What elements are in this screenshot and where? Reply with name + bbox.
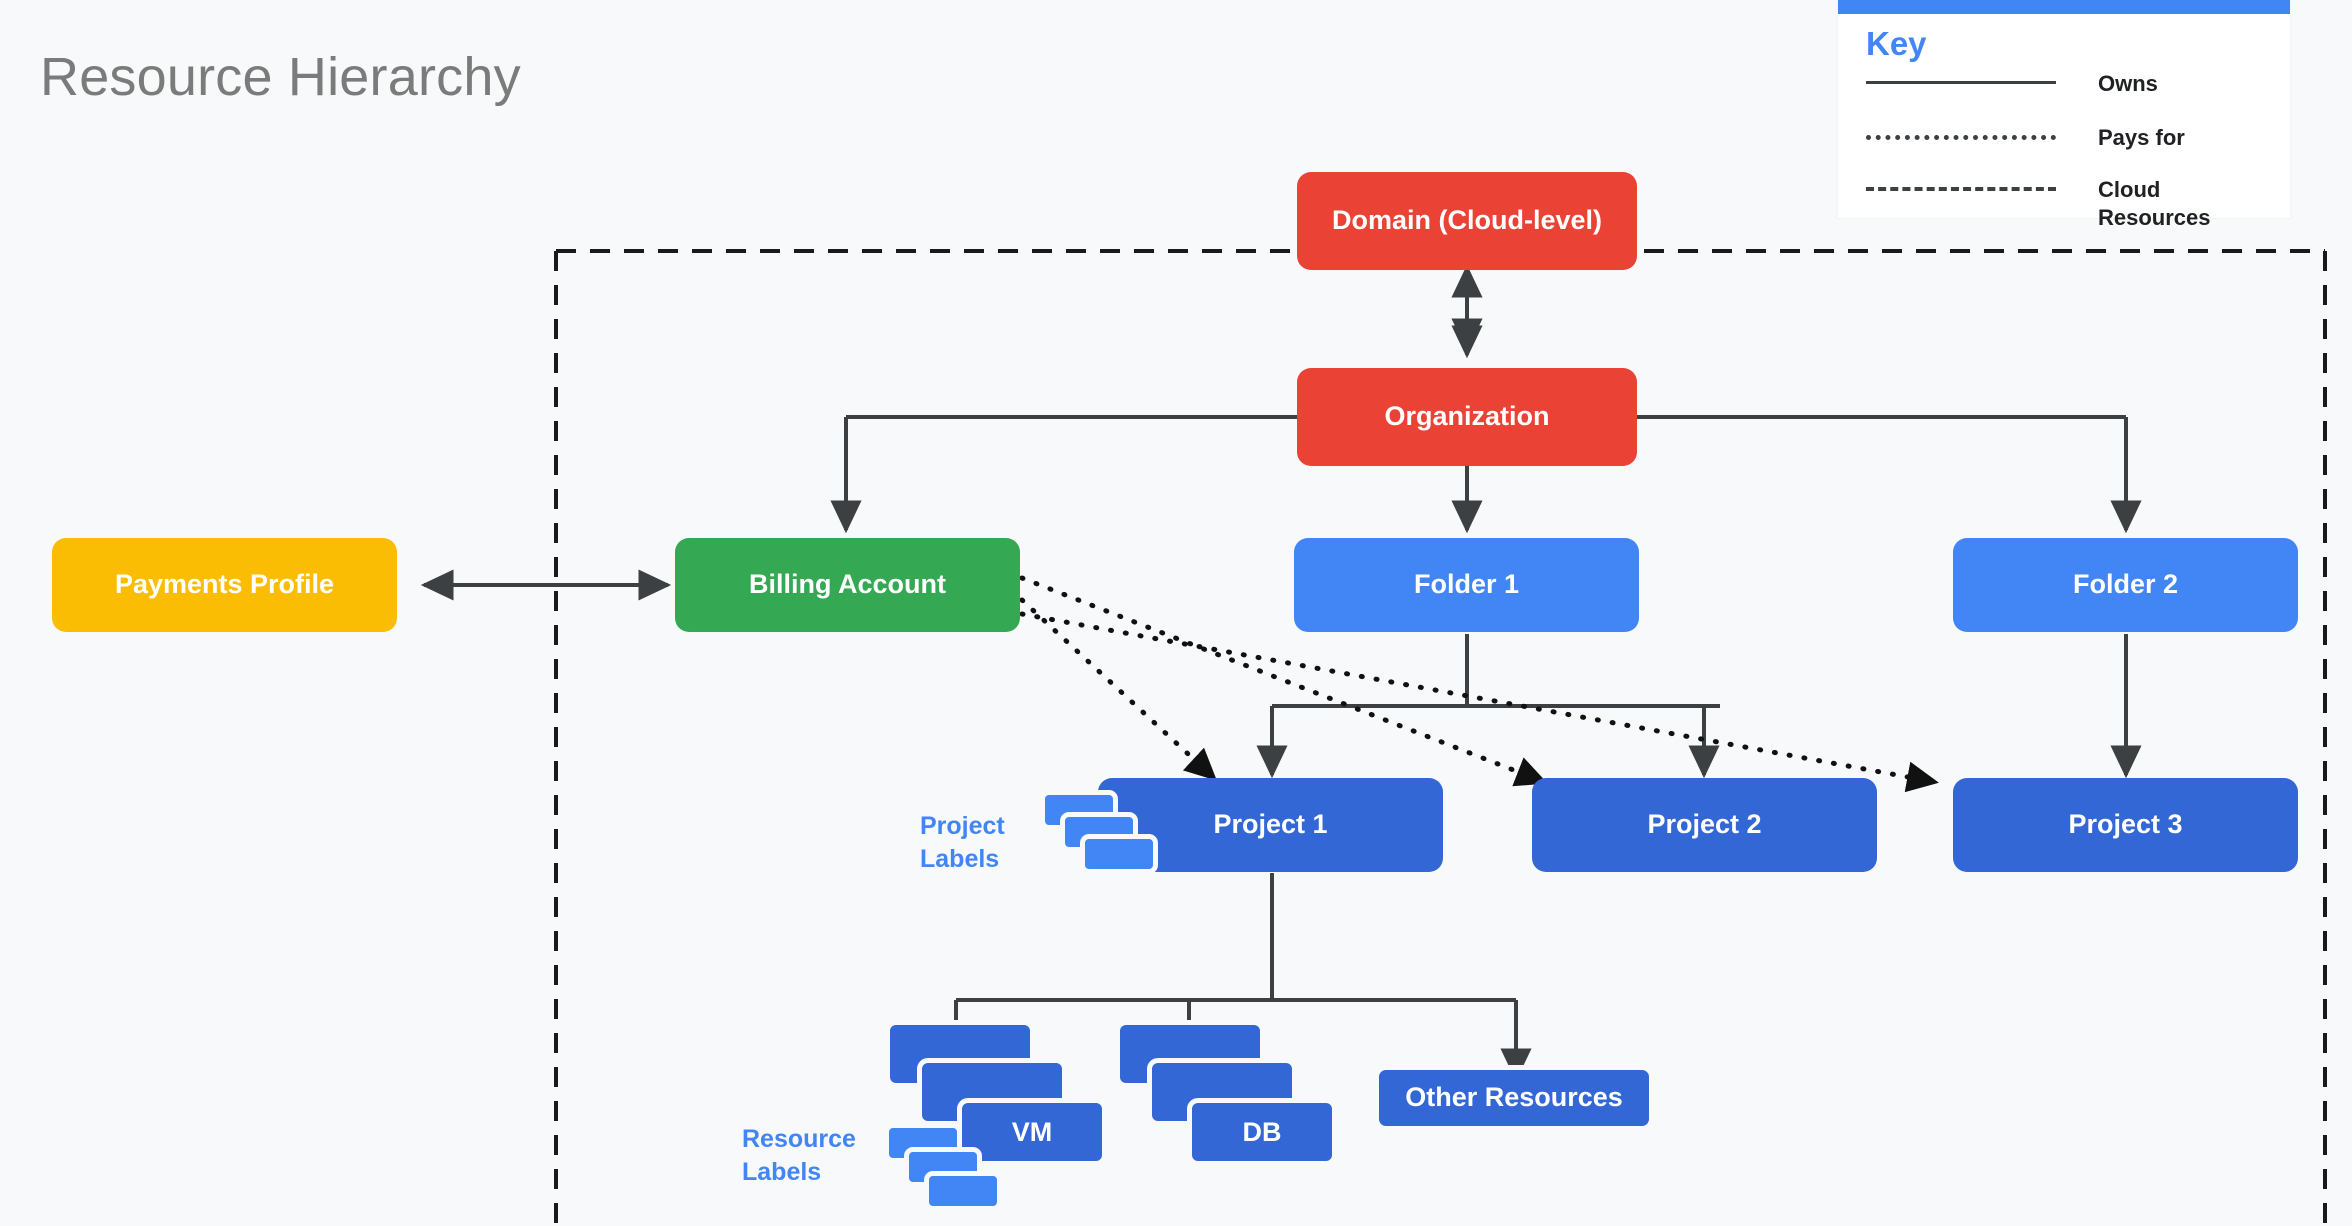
legend-row-pays-for: Pays for (1866, 124, 2266, 152)
legend-label-pays-for: Pays for (2098, 125, 2185, 150)
legend-label-owns: Owns (2098, 71, 2158, 96)
db-card-front: DB (1187, 1098, 1337, 1166)
page-title: Resource Hierarchy (40, 47, 521, 107)
node-billing-account-label: Billing Account (749, 569, 946, 600)
annotation-project-labels-line1: Project (920, 812, 1005, 840)
legend-row-owns: Owns (1866, 70, 2266, 98)
legend-line-dashed-icon (1866, 187, 2056, 191)
annotation-project-labels: Project Labels (920, 810, 1050, 876)
node-domain[interactable]: Domain (Cloud-level) (1297, 172, 1637, 270)
node-project-3[interactable]: Project 3 (1953, 778, 2298, 872)
project-labels-icon (1040, 790, 1170, 886)
node-organization[interactable]: Organization (1297, 368, 1637, 466)
annotation-resource-labels-line1: Resource (742, 1125, 856, 1153)
node-payments-profile-label: Payments Profile (114, 569, 335, 600)
node-domain-label: Domain (Cloud-level) (1331, 205, 1602, 236)
node-db-label: DB (1242, 1116, 1282, 1147)
node-other-resources[interactable]: Other Resources (1374, 1065, 1654, 1131)
annotation-resource-labels-line2: Labels (742, 1158, 822, 1186)
legend-accent-bar (1838, 0, 2290, 14)
node-other-resources-label: Other Resources (1405, 1082, 1623, 1113)
node-project-2[interactable]: Project 2 (1532, 778, 1877, 872)
node-payments-profile[interactable]: Payments Profile (52, 538, 397, 632)
legend-label-cloud-resources: Cloud Resources (2098, 177, 2211, 231)
node-vm-label: VM (1011, 1116, 1053, 1147)
legend-line-dotted-icon (1866, 135, 2056, 140)
node-project-3-label: Project 3 (2068, 809, 2183, 840)
node-folder-2[interactable]: Folder 2 (1953, 538, 2298, 632)
annotation-resource-labels: Resource Labels (742, 1123, 902, 1189)
node-project-1-label: Project 1 (1213, 809, 1328, 840)
node-project-1[interactable]: Project 1 (1098, 778, 1443, 872)
node-folder-1[interactable]: Folder 1 (1294, 538, 1639, 632)
annotation-project-labels-line2: Labels (920, 845, 1000, 873)
node-folder-2-label: Folder 2 (2072, 569, 2179, 600)
vm-card-front: VM (957, 1098, 1107, 1166)
node-billing-account[interactable]: Billing Account (675, 538, 1020, 632)
node-db[interactable]: DB (1115, 1020, 1345, 1180)
vm-label-card-3 (924, 1171, 1002, 1211)
legend-panel: Key Owns Pays for Cloud Resources (1838, 0, 2290, 230)
legend-row-cloud-resources: Cloud Resources (1866, 176, 2266, 232)
node-vm[interactable]: VM (884, 1020, 1145, 1211)
node-project-2-label: Project 2 (1647, 809, 1762, 840)
legend-title: Key (1866, 25, 1927, 62)
project-label-card-3 (1080, 834, 1158, 874)
edge-folder1-projects (1256, 634, 1720, 779)
node-folder-1-label: Folder 1 (1413, 569, 1520, 600)
node-organization-label: Organization (1384, 401, 1550, 432)
legend-line-solid-icon (1866, 81, 2056, 84)
